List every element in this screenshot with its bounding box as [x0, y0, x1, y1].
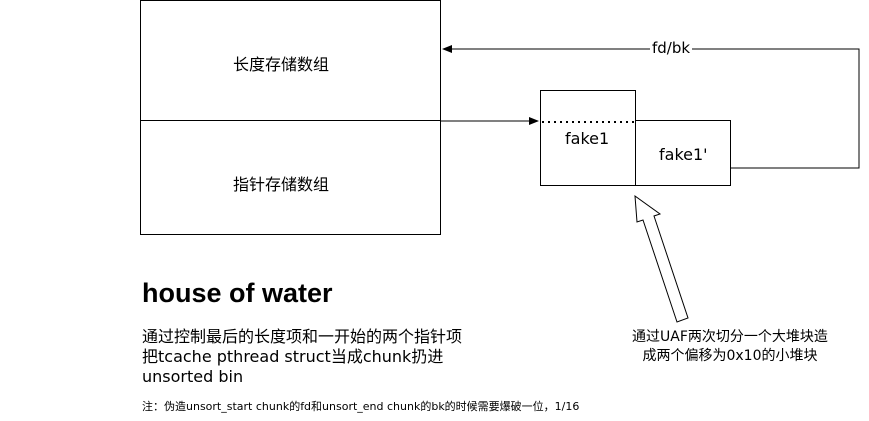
arrow-caption: 通过UAF两次切分一个大堆块造 成两个偏移为0x10的小堆块: [600, 328, 860, 366]
length-array-label: 长度存储数组: [233, 55, 330, 74]
description-line3: unsorted bin: [142, 367, 244, 386]
description-line1: 通过控制最后的长度项和一开始的两个指针项: [142, 327, 463, 346]
page-title: house of water: [142, 278, 333, 308]
fake1-prime-label: fake1': [659, 145, 708, 164]
arrow-caption-line2: 成两个偏移为0x10的小堆块: [642, 348, 818, 364]
fake1-prime-box: fake1': [635, 120, 731, 186]
description: 通过控制最后的长度项和一开始的两个指针项 把tcache pthread str…: [142, 327, 462, 387]
hollow-up-arrow: [634, 194, 689, 323]
fd-bk-loop-arrow: [442, 45, 860, 169]
pointer-array-box: 指针存储数组: [140, 120, 441, 235]
length-array-box: 长度存储数组: [140, 0, 441, 121]
pointer-array-label: 指针存储数组: [233, 175, 330, 194]
fake1-label: fake1: [565, 129, 610, 148]
footnote: 注：伪造unsort_start chunk的fd和unsort_end chu…: [142, 400, 580, 413]
fake1-box: fake1: [540, 90, 636, 186]
arrow-caption-line1: 通过UAF两次切分一个大堆块造: [632, 329, 828, 345]
fd-bk-label: fd/bk: [650, 39, 693, 57]
description-line2: 把tcache pthread struct当成chunk扔进: [142, 347, 444, 366]
